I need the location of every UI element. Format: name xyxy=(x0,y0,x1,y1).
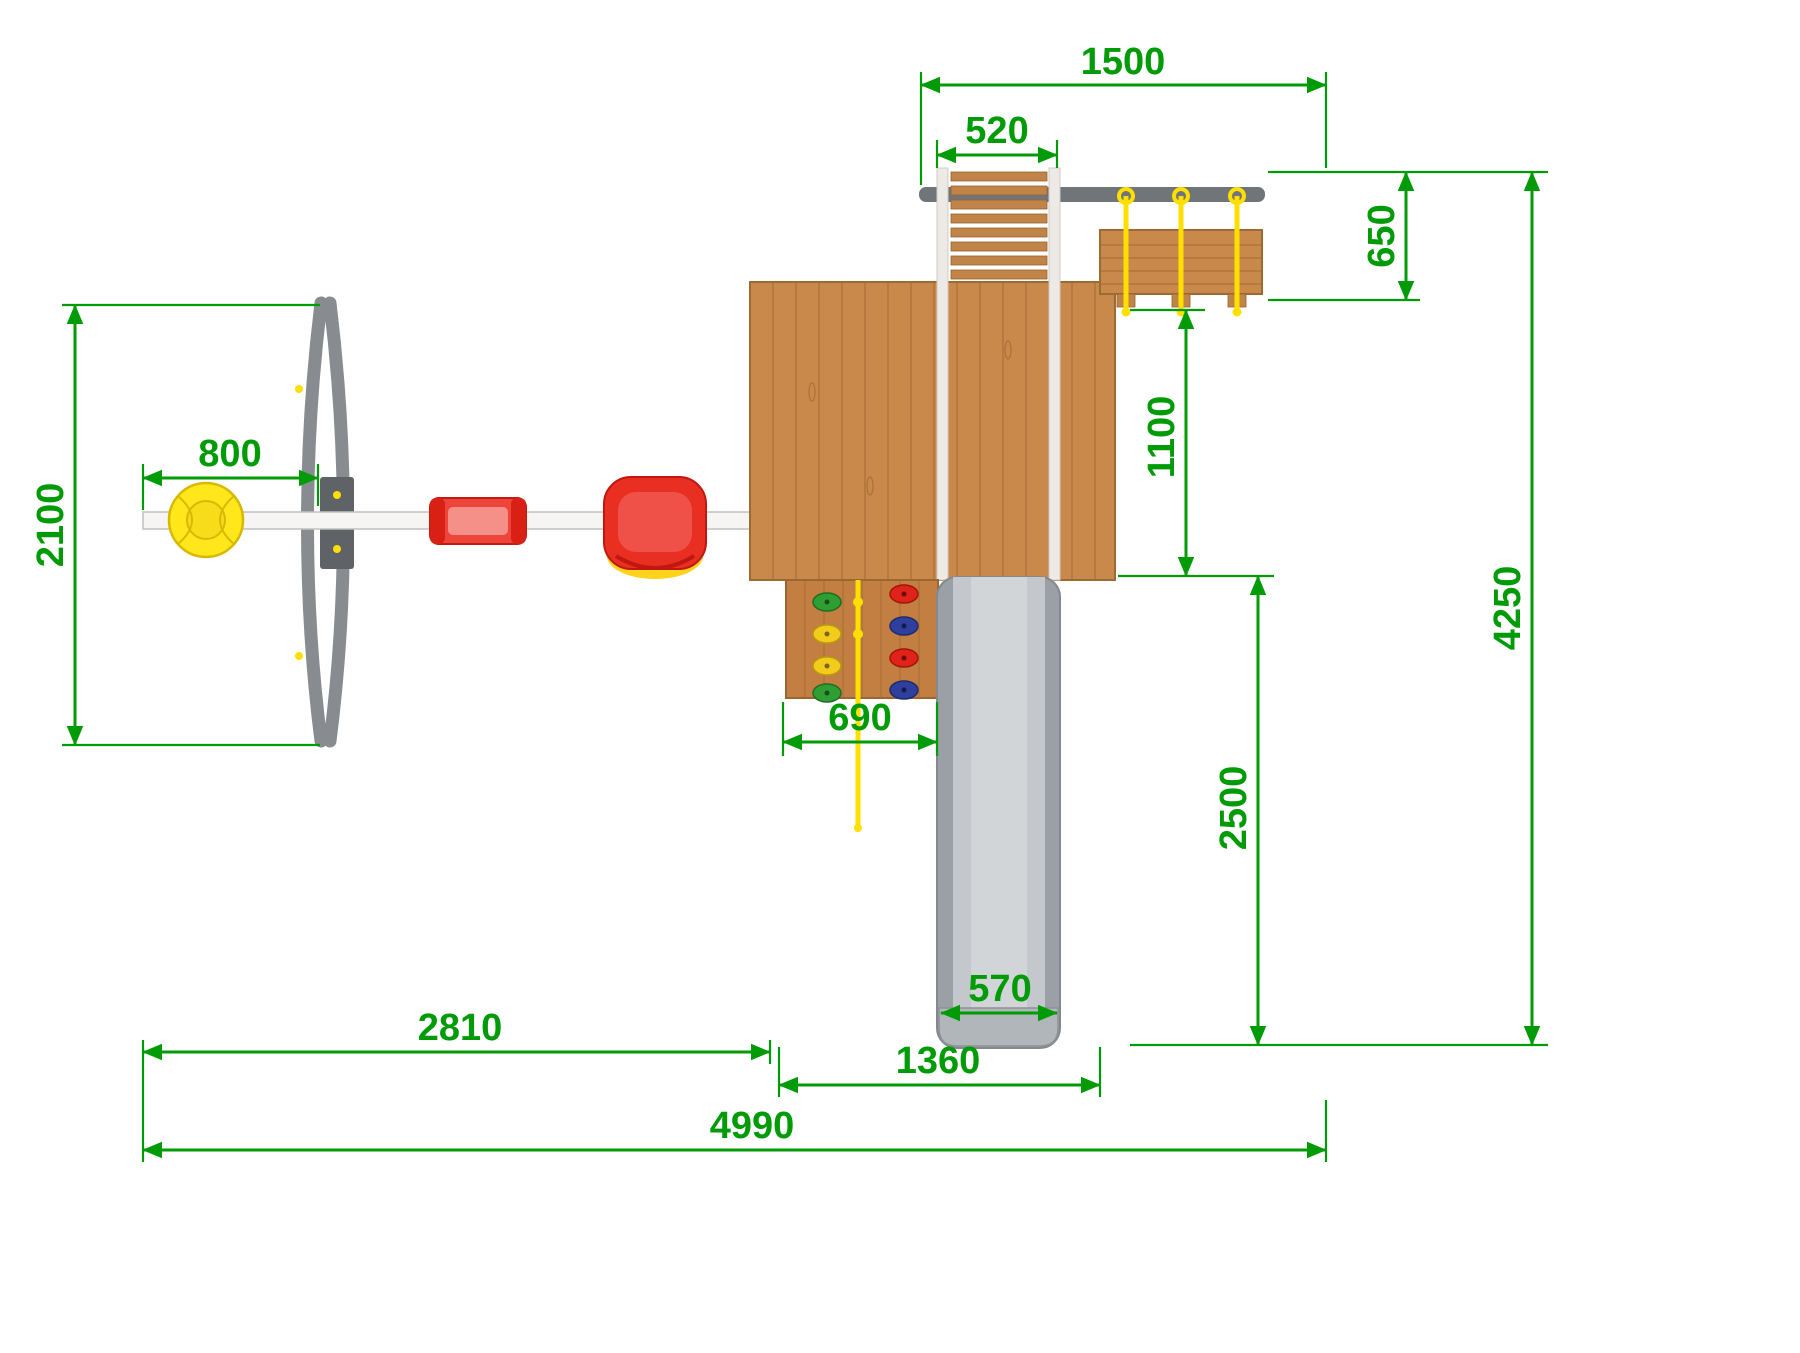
ladder-rung xyxy=(950,241,1048,252)
dim-4250: 4250 xyxy=(1487,171,1541,1046)
frame-cap-dot xyxy=(295,385,303,393)
dimension-annotations: 1500 520 650 2100 800 1100 xyxy=(30,41,1548,1162)
rope-ring xyxy=(1172,187,1190,205)
ladder-rung xyxy=(950,255,1048,266)
rope-knot xyxy=(854,824,862,832)
dim-2810: 2810 xyxy=(141,1007,772,1162)
dim-label-basket-span: 800 xyxy=(198,433,261,475)
dim-label-bridge-depth: 650 xyxy=(1361,204,1403,267)
dim-label-overall-depth: 4250 xyxy=(1487,566,1529,651)
basket-swing xyxy=(167,481,245,559)
dim-2100: 2100 xyxy=(30,303,320,747)
wood-grain xyxy=(772,283,1096,579)
wood-knot xyxy=(808,382,816,402)
swing-set xyxy=(142,296,758,748)
dim-label-swing-section-width: 2810 xyxy=(418,1007,503,1049)
baby-swing-seat xyxy=(603,476,707,579)
dim-label-slide-length: 2500 xyxy=(1213,766,1255,851)
flat-swing-seat xyxy=(429,497,527,545)
bridge-ropes xyxy=(1123,196,1240,312)
dim-1500: 1500 xyxy=(919,41,1328,185)
dim-label-slide-width: 570 xyxy=(968,968,1031,1010)
climbing-wall xyxy=(785,579,939,703)
dim-label-bridge-span: 1500 xyxy=(1081,41,1166,83)
dim-4990: 4990 xyxy=(142,1100,1328,1162)
dim-label-swing-frame-depth: 2100 xyxy=(30,483,72,568)
rope-end xyxy=(1121,307,1131,317)
ladder-rung xyxy=(950,185,1048,196)
access-ladder xyxy=(936,167,1061,581)
dim-1100: 1100 xyxy=(1130,308,1205,577)
dim-2500: 2500 xyxy=(1213,575,1267,1046)
ladder-rung xyxy=(950,269,1048,280)
dim-570: 570 xyxy=(940,968,1058,1022)
ladder-rung xyxy=(950,227,1048,238)
rope-ring xyxy=(1117,187,1135,205)
climbing-holds xyxy=(812,584,919,703)
dim-650: 650 xyxy=(1268,171,1420,302)
rope-end xyxy=(1232,307,1242,317)
ladder-rung xyxy=(950,213,1048,224)
bracket-bolt xyxy=(333,545,341,553)
dim-label-tower-section-width: 1360 xyxy=(896,1040,981,1082)
dim-label-platform-to-bridge: 1100 xyxy=(1141,396,1183,478)
ladder-rail-left xyxy=(936,167,949,581)
rope-ring xyxy=(1228,187,1246,205)
dim-1360: 1360 xyxy=(777,1040,1102,1097)
dim-690: 690 xyxy=(781,697,939,756)
dim-label-overall-width: 4990 xyxy=(710,1105,795,1147)
rope-knot xyxy=(853,597,863,607)
dim-800: 800 xyxy=(141,433,320,510)
dim-520: 520 xyxy=(935,110,1059,168)
dim-label-ladder-width: 520 xyxy=(965,110,1028,152)
wood-knot xyxy=(1004,340,1012,360)
frame-cap-dot xyxy=(295,652,303,660)
wood-knot xyxy=(866,476,874,496)
ladder-rail-right xyxy=(1048,167,1061,581)
ladder-rung xyxy=(950,199,1048,210)
dim-label-climb-wall-width: 690 xyxy=(828,697,891,739)
rope-end xyxy=(1176,307,1186,317)
climbing-rope xyxy=(853,580,863,832)
rope-knot xyxy=(853,629,863,639)
slide-bed-highlight xyxy=(971,577,1027,1009)
bracket-bolt xyxy=(333,491,341,499)
slide xyxy=(936,576,1061,1049)
ladder-rung xyxy=(950,171,1048,182)
playground-structure xyxy=(142,167,1265,1049)
